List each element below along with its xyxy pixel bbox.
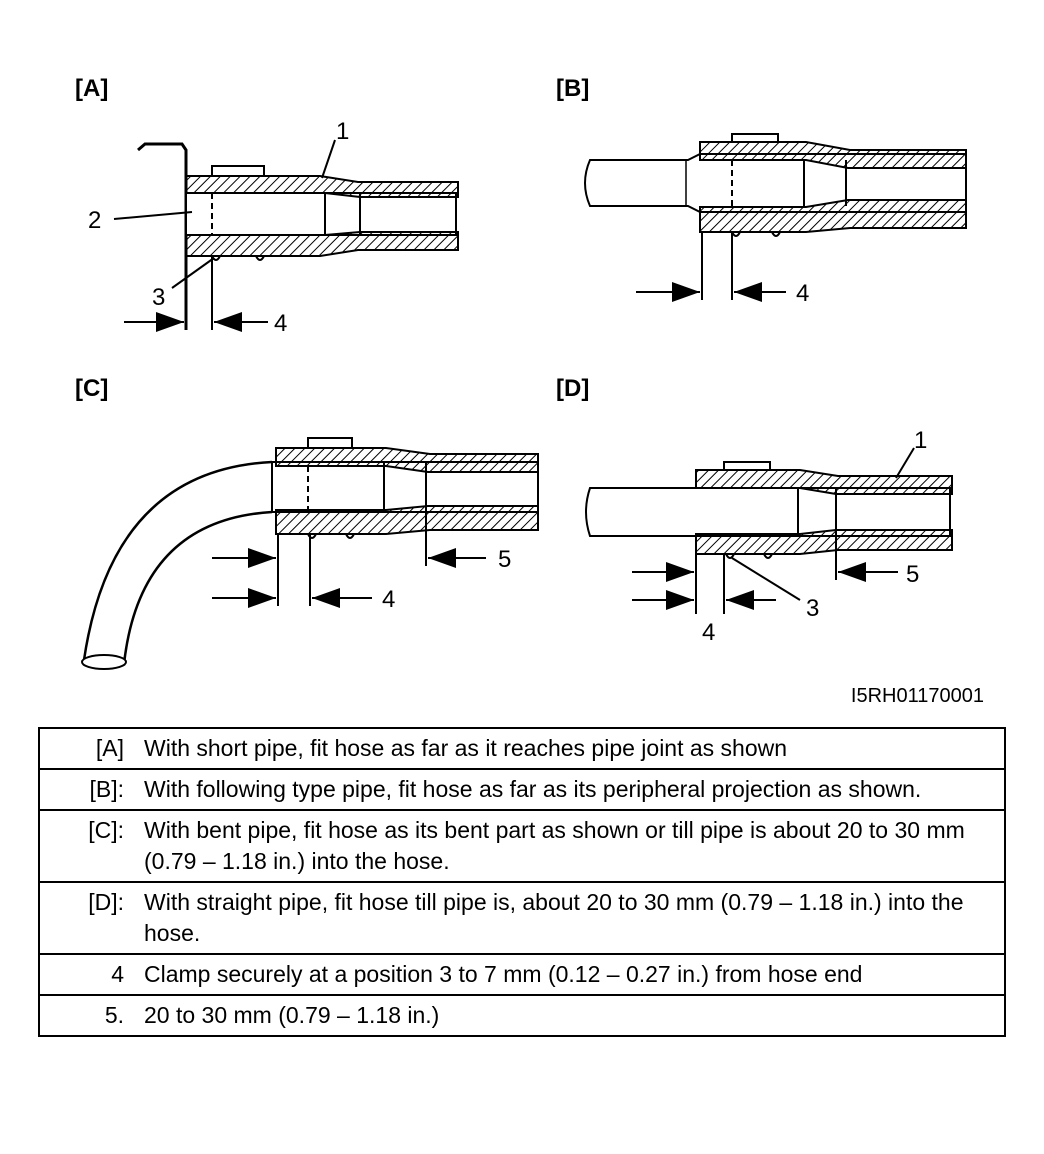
- leader-line: [895, 447, 915, 479]
- hose: [699, 141, 967, 233]
- pipe: [185, 192, 457, 236]
- clamp-bottom: [307, 533, 355, 539]
- legend-row: [C]: With bent pipe, fit hose as its ben…: [38, 809, 1006, 883]
- legend-key: [C]:: [38, 809, 134, 883]
- callout-4: 4: [382, 586, 395, 613]
- hose-clamp: [723, 461, 771, 470]
- callout-5: 5: [906, 561, 919, 588]
- panel-b-label: [B]: [556, 75, 589, 102]
- leader-line: [171, 257, 215, 289]
- panel-a-label: [A]: [75, 75, 108, 102]
- panel-b: [B] 4: [556, 75, 967, 307]
- callout-2: 2: [88, 207, 101, 234]
- legend-row: [D]: With straight pipe, fit hose till p…: [38, 881, 1006, 955]
- legend-text: 20 to 30 mm (0.79 – 1.18 in.): [134, 994, 1006, 1037]
- pipe: [585, 487, 951, 537]
- legend-row: 4 Clamp securely at a position 3 to 7 mm…: [38, 953, 1006, 996]
- hose: [695, 469, 953, 555]
- callout-5: 5: [498, 546, 511, 573]
- leader-line: [321, 139, 336, 179]
- pipe-end: [81, 654, 127, 670]
- callout-3: 3: [806, 595, 819, 622]
- panel-c: [C] 5 4: [75, 375, 539, 670]
- panel-c-label: [C]: [75, 375, 108, 402]
- callout-1: 1: [336, 118, 349, 145]
- hose-clamp: [307, 437, 353, 448]
- hose: [185, 175, 459, 257]
- legend-key: 4: [38, 953, 134, 996]
- hose-fitting-diagram: [A] 4 1 2 3: [75, 75, 984, 707]
- panel-d: [D] 5 4 1 3: [556, 375, 953, 646]
- leader-line: [731, 557, 801, 601]
- bent-pipe: [82, 460, 273, 666]
- panel-d-label: [D]: [556, 375, 589, 402]
- leader-line: [113, 211, 193, 220]
- hose-clamp: [211, 165, 265, 176]
- legend-row: 5. 20 to 30 mm (0.79 – 1.18 in.): [38, 994, 1006, 1037]
- callout-4: 4: [274, 310, 287, 337]
- hose: [275, 447, 539, 535]
- panel-a: [A] 4 1 2 3: [75, 75, 459, 337]
- legend-text: With following type pipe, fit hose as fa…: [134, 768, 1006, 811]
- callout-3: 3: [152, 284, 165, 311]
- legend-table: [A] With short pipe, fit hose as far as …: [38, 727, 1006, 1037]
- legend-row: [B]: With following type pipe, fit hose …: [38, 768, 1006, 811]
- legend-key: 5.: [38, 994, 134, 1037]
- legend-text: Clamp securely at a position 3 to 7 mm (…: [134, 953, 1006, 996]
- legend-row: [A] With short pipe, fit hose as far as …: [38, 727, 1006, 770]
- legend-text: With bent pipe, fit hose as its bent par…: [134, 809, 1006, 883]
- callout-4: 4: [702, 619, 715, 646]
- legend-key: [D]:: [38, 881, 134, 955]
- hose-clamp: [731, 133, 779, 142]
- legend-key: [B]:: [38, 768, 134, 811]
- callout-1: 1: [914, 427, 927, 454]
- legend-text: With straight pipe, fit hose till pipe i…: [134, 881, 1006, 955]
- callout-4: 4: [796, 280, 809, 307]
- figure-id: I5RH01170001: [851, 685, 984, 707]
- legend-text: With short pipe, fit hose as far as it r…: [134, 727, 1006, 770]
- legend-key: [A]: [38, 727, 134, 770]
- clamp-bottom: [725, 553, 773, 559]
